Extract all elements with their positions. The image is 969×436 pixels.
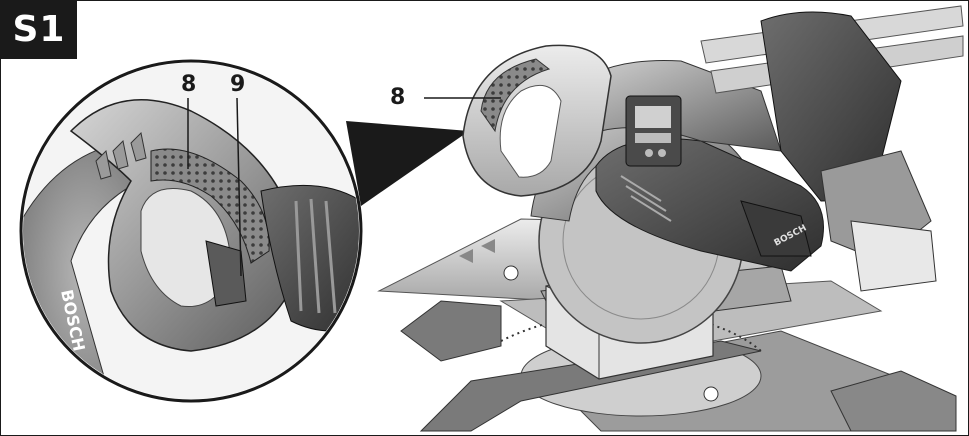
handle-opening (499, 84, 562, 178)
motor-vents (620, 175, 672, 222)
figure-tag: S1 (1, 1, 77, 59)
callout-8-zoom: 8 (181, 72, 197, 97)
motor-cap (740, 200, 812, 257)
right-foot (830, 370, 957, 432)
right-extension (850, 220, 937, 292)
zoom-detail: BOSCH (23, 63, 359, 399)
leader-line-9-zoom (236, 97, 242, 277)
callout-9-zoom: 9 (230, 72, 246, 97)
handle-grip (480, 58, 551, 133)
zoom-wedge (346, 121, 469, 206)
callout-8-main: 8 (390, 85, 406, 110)
left-support (400, 300, 502, 362)
